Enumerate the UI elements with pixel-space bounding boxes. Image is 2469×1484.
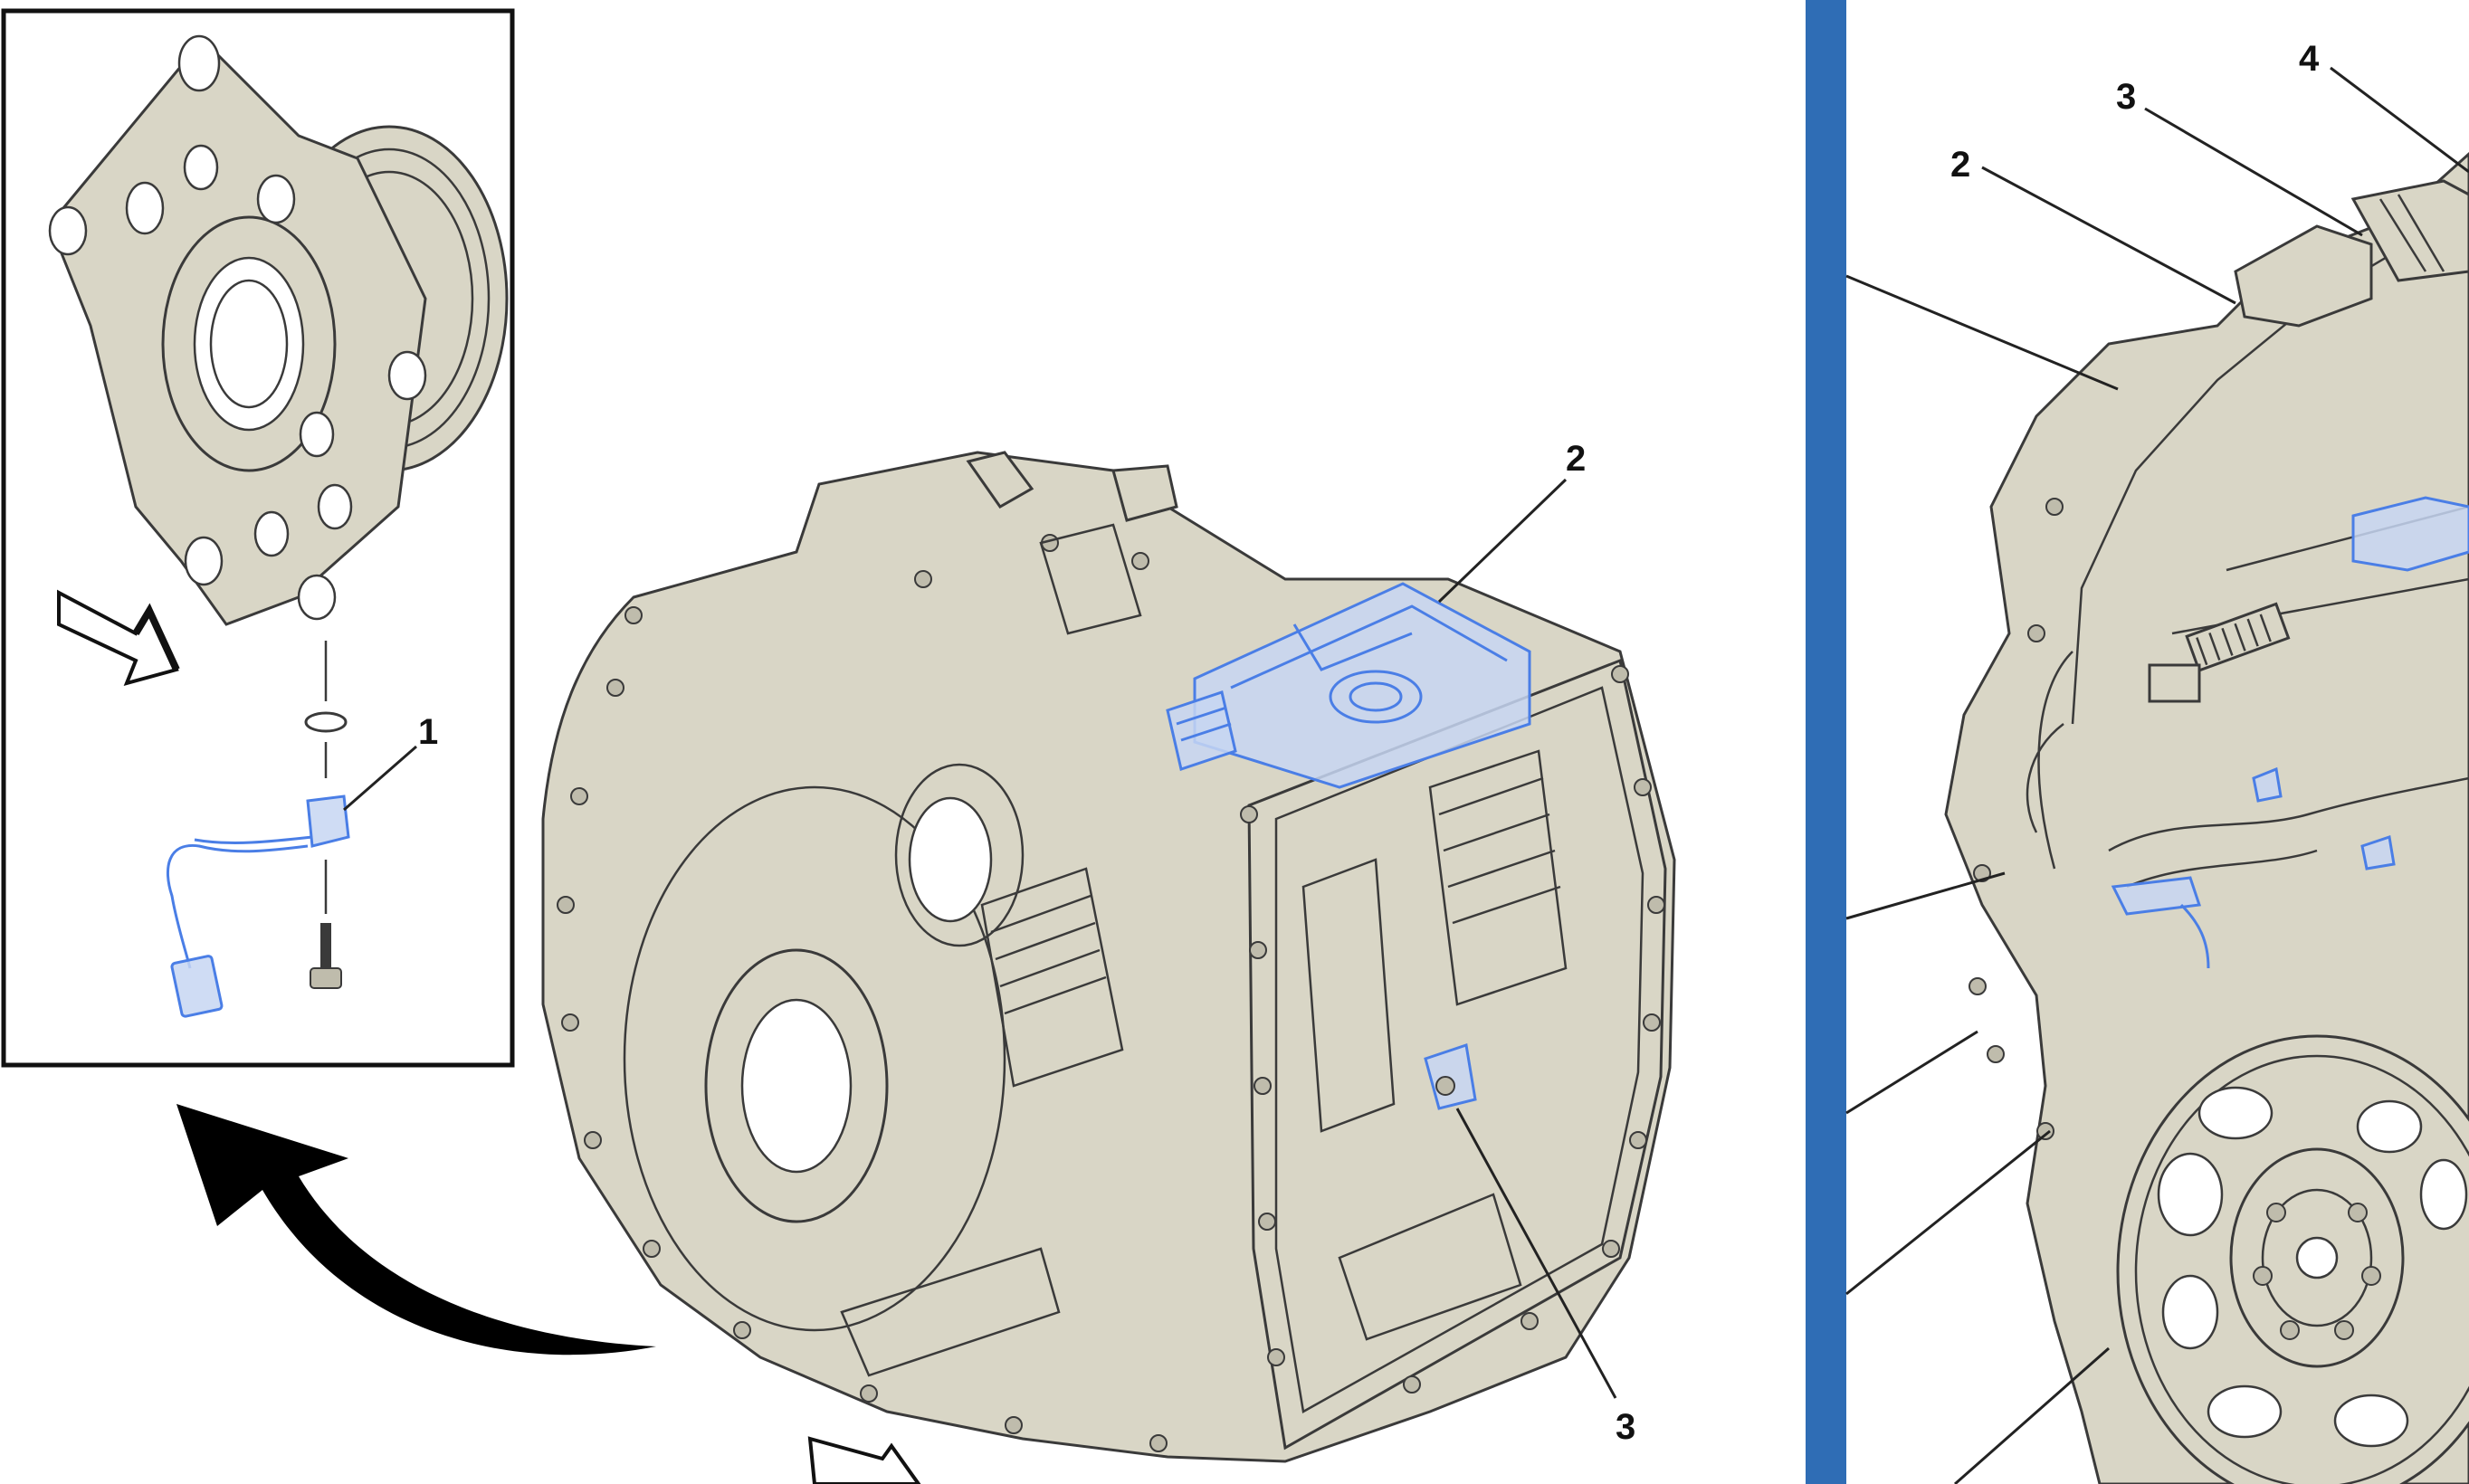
inset-panel: 1: [1, 8, 515, 1068]
main-callout-3: 3: [1616, 1407, 1635, 1447]
engine-callout-2: 2: [1950, 145, 1970, 185]
engine-leader-lines: [1845, 66, 2469, 1484]
engine-highlighted-sensors: [2111, 496, 2469, 969]
curved-return-arrow: [176, 1104, 656, 1356]
inset-direction-arrow: [57, 589, 180, 686]
inset-bolt: [310, 923, 342, 989]
bottom-direction-arrow: [807, 1436, 921, 1484]
housing-bolts: [557, 534, 1665, 1452]
front-face-ribs: [840, 749, 1568, 1377]
engine-assembly: [1944, 151, 2469, 1484]
control-module: [1166, 582, 1531, 789]
inset-gear-flange: [48, 34, 509, 626]
engine-callout-3: 3: [2116, 77, 2136, 117]
inset-o-ring: [304, 711, 348, 733]
main-callout-2: 2: [1566, 439, 1586, 479]
inset-speed-sensor: [166, 794, 350, 1018]
inset-callout-1: 1: [418, 712, 438, 752]
engine-callout-4: 4: [2299, 39, 2320, 79]
transmission-housing: [541, 451, 1676, 1463]
section-divider-bar: [1806, 0, 1846, 1484]
main-speed-sensor: [1424, 1043, 1477, 1110]
